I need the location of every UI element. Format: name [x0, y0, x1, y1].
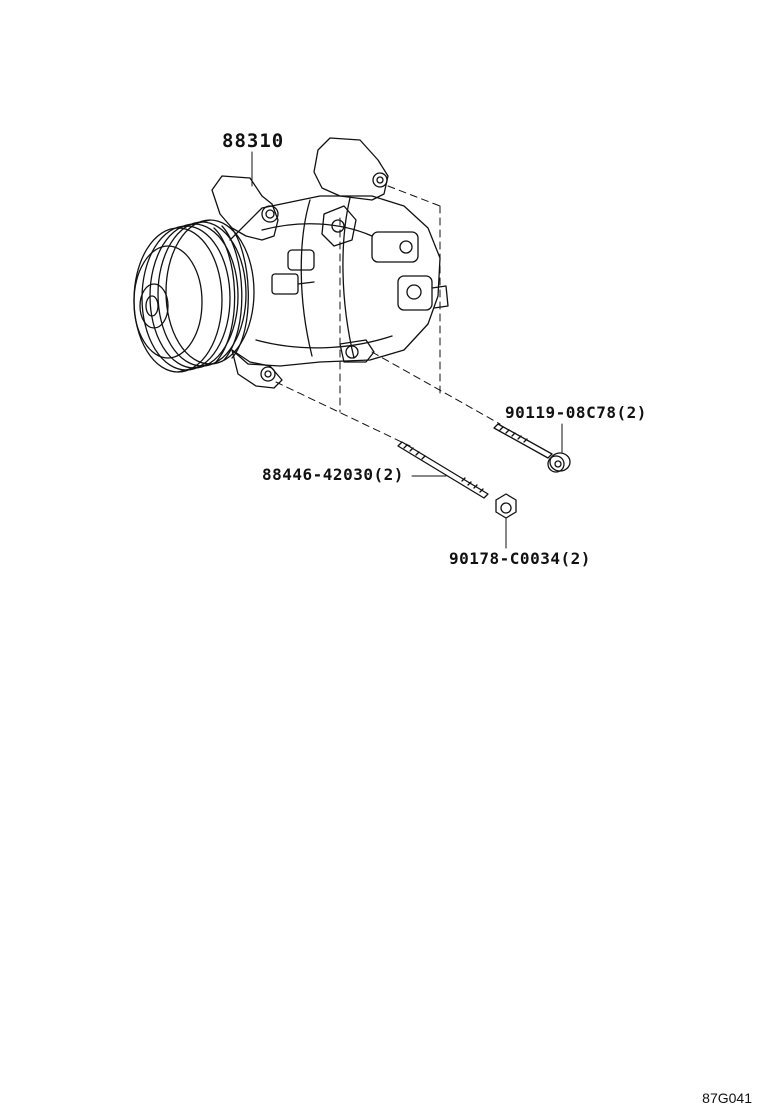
leader-lines [251, 151, 563, 549]
nut-illustration [495, 493, 517, 519]
part-label-stud[interactable]: 88446-42030(2) [262, 465, 404, 484]
part-label-bolt[interactable]: 90119-08C78(2) [505, 403, 647, 422]
illustration-code: 87G041 [702, 1090, 752, 1106]
part-label-compressor[interactable]: 88310 [222, 130, 285, 152]
stud-illustration [397, 441, 489, 499]
part-label-nut[interactable]: 90178-C0034(2) [449, 549, 591, 568]
mounting-guide-lines [275, 185, 501, 447]
compressor-illustration [133, 137, 449, 389]
bolt-illustration [493, 423, 571, 473]
